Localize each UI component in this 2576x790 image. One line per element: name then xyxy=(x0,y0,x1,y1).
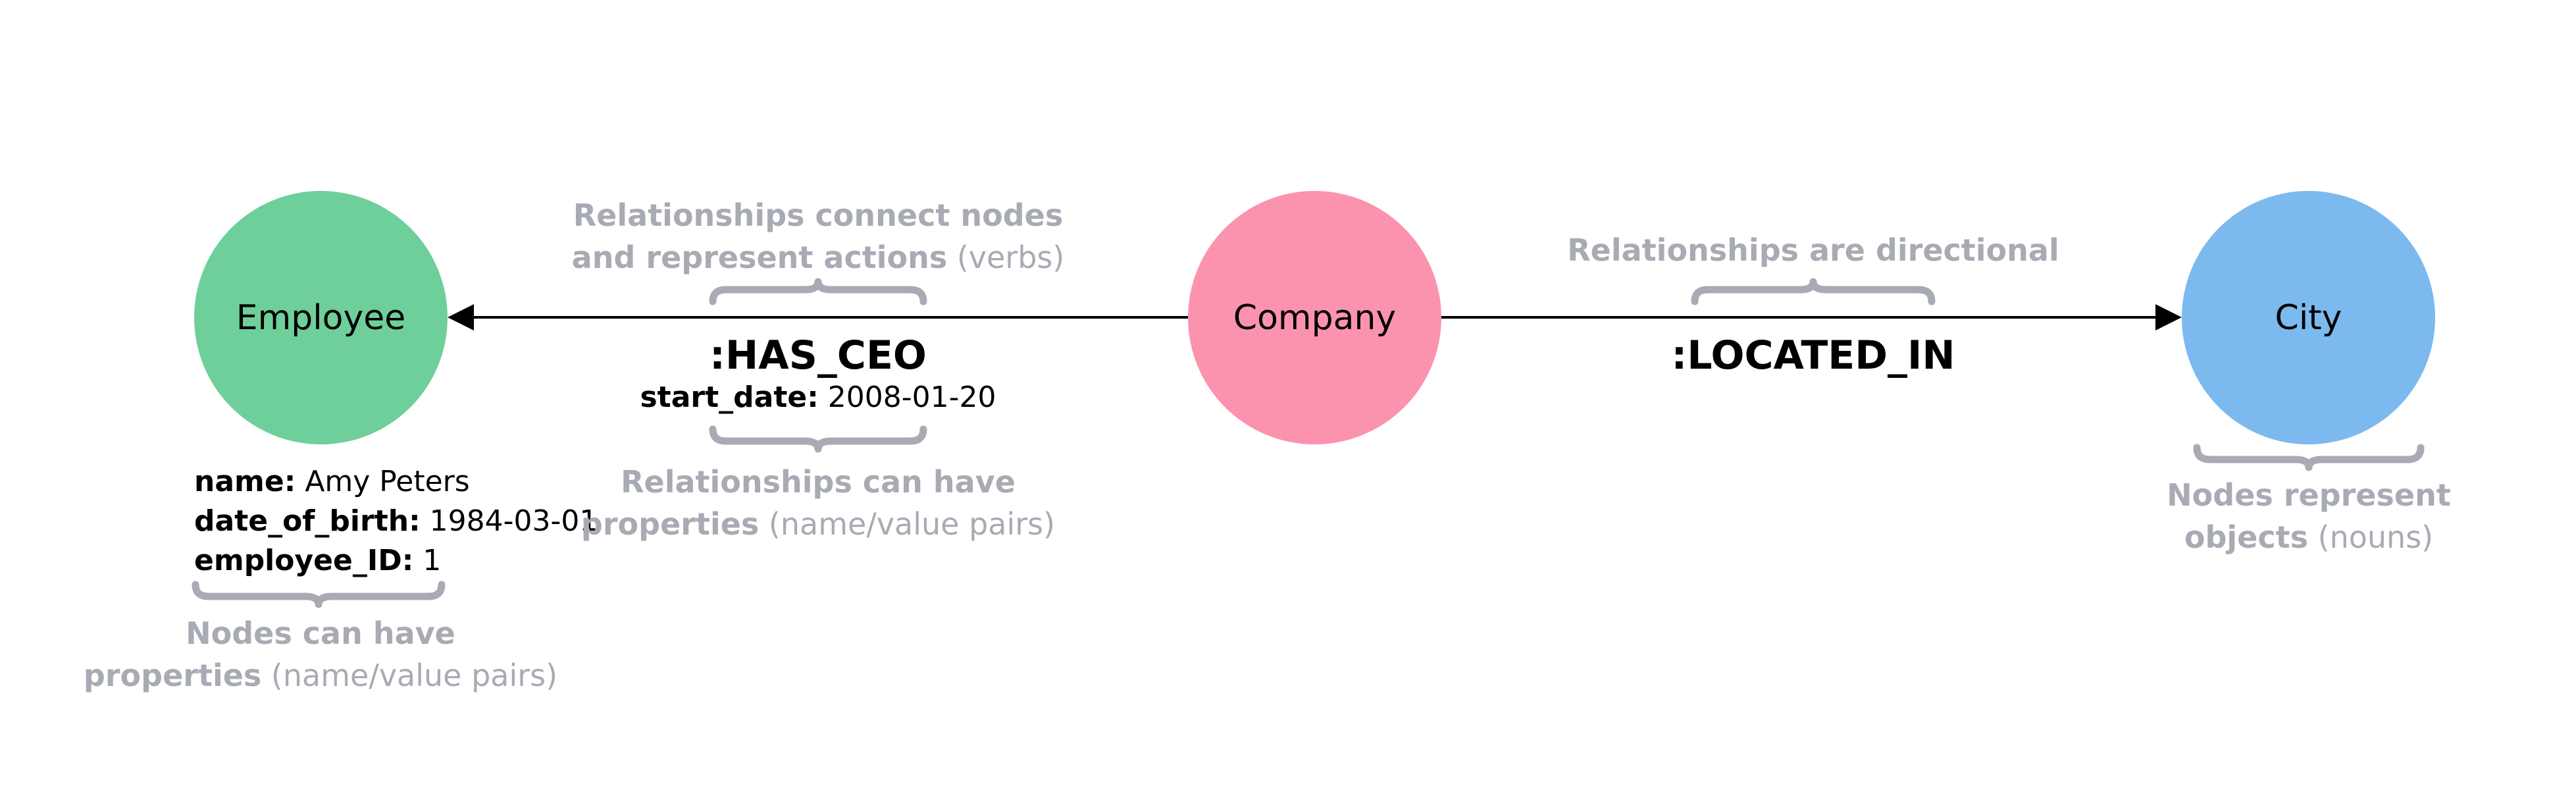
has-ceo-property-key: start_date: xyxy=(640,381,819,414)
note-relationships-directional: Relationships are directional xyxy=(1567,229,2059,271)
employee-node[interactable]: Employee xyxy=(194,191,448,444)
has-ceo-arrowhead xyxy=(448,304,474,330)
note-line-rest: (nouns) xyxy=(2308,519,2434,555)
note-line: Nodes can have xyxy=(186,616,455,651)
property-key: name: xyxy=(194,465,296,498)
located-in-label: :LOCATED_IN xyxy=(1671,332,1955,379)
employee-node-label: Employee xyxy=(236,298,406,338)
brace-rel-directional xyxy=(1691,278,1936,305)
note-relationship-properties: Relationships can have properties (name/… xyxy=(581,461,1055,545)
brace-rel-connect xyxy=(709,278,927,305)
property-value: Amy Peters xyxy=(305,465,470,498)
city-node-label: City xyxy=(2275,298,2342,338)
note-line: Relationships can have xyxy=(621,464,1016,500)
has-ceo-property-value: 2008-01-20 xyxy=(827,381,996,414)
has-ceo-property: start_date: 2008-01-20 xyxy=(640,381,996,414)
brace-rel-props xyxy=(709,425,927,453)
employee-property-row: name: Amy Peters xyxy=(194,462,598,502)
note-line: Nodes represent xyxy=(2167,477,2451,513)
property-key: date_of_birth: xyxy=(194,504,421,538)
has-ceo-label: :HAS_CEO xyxy=(709,332,927,379)
note-line-rest: (verbs) xyxy=(947,240,1065,275)
property-value: 1 xyxy=(423,544,442,577)
employee-property-row: date_of_birth: 1984-03-01 xyxy=(194,502,598,541)
note-line: Relationships are directional xyxy=(1567,232,2059,268)
note-line-rest: (name/value pairs) xyxy=(759,506,1056,542)
note-line-bold: properties xyxy=(83,658,262,693)
company-node[interactable]: Company xyxy=(1188,191,1441,444)
brace-node-props xyxy=(192,581,446,608)
brace-nodes-objects xyxy=(2193,444,2425,471)
property-value: 1984-03-01 xyxy=(429,504,598,538)
property-key: employee_ID: xyxy=(194,544,414,577)
note-line-rest: (name/value pairs) xyxy=(261,658,558,693)
employee-properties: name: Amy Peters date_of_birth: 1984-03-… xyxy=(194,462,598,581)
note-relationships-connect: Relationships connect nodes and represen… xyxy=(572,194,1065,278)
company-node-label: Company xyxy=(1233,298,1397,338)
note-line-bold: properties xyxy=(580,506,760,542)
note-line-bold: and represent actions xyxy=(571,240,948,275)
located-in-arrowhead xyxy=(2155,304,2182,330)
note-line: Relationships connect nodes xyxy=(573,198,1064,233)
note-nodes-represent-objects: Nodes represent objects (nouns) xyxy=(2167,474,2451,558)
note-node-properties: Nodes can have properties (name/value pa… xyxy=(84,612,557,697)
employee-property-row: employee_ID: 1 xyxy=(194,541,598,581)
city-node[interactable]: City xyxy=(2182,191,2435,444)
note-line-bold: objects xyxy=(2184,519,2309,555)
